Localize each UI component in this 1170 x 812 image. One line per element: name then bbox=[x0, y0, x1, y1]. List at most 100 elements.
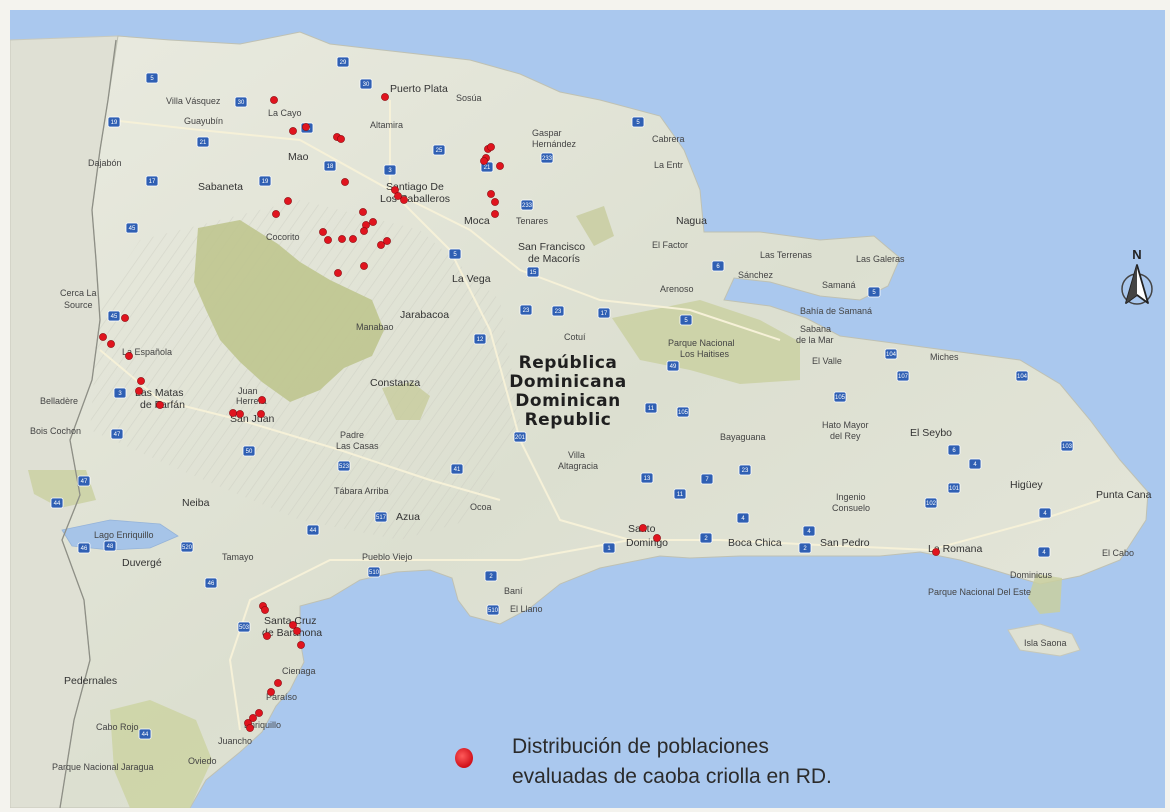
svg-text:233: 233 bbox=[542, 156, 553, 162]
svg-text:523: 523 bbox=[339, 464, 350, 470]
population-marker[interactable] bbox=[334, 269, 342, 277]
population-marker[interactable] bbox=[491, 198, 499, 206]
population-marker[interactable] bbox=[246, 724, 254, 732]
population-marker[interactable] bbox=[359, 208, 367, 216]
population-marker[interactable] bbox=[267, 688, 275, 696]
place-label: Las Galeras bbox=[856, 254, 905, 264]
population-marker[interactable] bbox=[360, 227, 368, 235]
place-label: Duvergé bbox=[122, 557, 162, 569]
route-shield: 44 bbox=[50, 497, 64, 509]
population-marker[interactable] bbox=[487, 190, 495, 198]
place-label: Cerca La bbox=[60, 288, 97, 298]
svg-text:49: 49 bbox=[670, 364, 677, 370]
country-label-line2: Dominicana bbox=[509, 372, 626, 392]
population-marker[interactable] bbox=[293, 627, 301, 635]
legend-line1: Distribución de poblaciones bbox=[512, 735, 769, 758]
place-label: El Llano bbox=[510, 604, 543, 614]
svg-text:517: 517 bbox=[376, 515, 387, 521]
svg-text:47: 47 bbox=[114, 432, 121, 438]
population-marker[interactable] bbox=[377, 241, 385, 249]
population-marker[interactable] bbox=[257, 410, 265, 418]
route-shield: 44 bbox=[306, 524, 320, 536]
route-shield: 23 bbox=[738, 464, 752, 476]
population-marker[interactable] bbox=[932, 548, 940, 556]
svg-text:5: 5 bbox=[150, 76, 154, 82]
svg-text:2: 2 bbox=[803, 546, 807, 552]
route-shield: 23 bbox=[551, 305, 565, 317]
population-marker[interactable] bbox=[284, 197, 292, 205]
route-shield: 11 bbox=[644, 402, 658, 414]
svg-text:503: 503 bbox=[239, 625, 250, 631]
population-marker[interactable] bbox=[297, 641, 305, 649]
population-marker[interactable] bbox=[302, 123, 310, 131]
population-marker[interactable] bbox=[272, 210, 280, 218]
population-marker[interactable] bbox=[383, 237, 391, 245]
place-label: de Macorís bbox=[528, 253, 580, 265]
place-label: Oviedo bbox=[188, 756, 217, 766]
route-shield: 15 bbox=[526, 266, 540, 278]
population-marker[interactable] bbox=[487, 143, 495, 151]
place-label: Tenares bbox=[516, 216, 549, 226]
place-label: Azua bbox=[396, 511, 420, 523]
population-marker[interactable] bbox=[337, 135, 345, 143]
population-marker[interactable] bbox=[137, 377, 145, 385]
population-marker[interactable] bbox=[135, 387, 143, 395]
population-marker[interactable] bbox=[496, 162, 504, 170]
route-shield: 105 bbox=[833, 391, 847, 403]
haitises-forest bbox=[612, 300, 800, 384]
population-marker[interactable] bbox=[258, 396, 266, 404]
svg-text:103: 103 bbox=[1062, 444, 1073, 450]
population-marker[interactable] bbox=[338, 235, 346, 243]
isla-saona bbox=[1007, 623, 1081, 657]
svg-text:45: 45 bbox=[111, 314, 118, 320]
population-marker[interactable] bbox=[653, 534, 661, 542]
svg-text:4: 4 bbox=[807, 529, 811, 535]
population-marker[interactable] bbox=[274, 679, 282, 687]
population-marker[interactable] bbox=[261, 606, 269, 614]
svg-text:4: 4 bbox=[1043, 511, 1047, 517]
route-shield: 18 bbox=[323, 160, 337, 172]
population-marker[interactable] bbox=[270, 96, 278, 104]
population-marker[interactable] bbox=[249, 714, 257, 722]
place-label: Sosúa bbox=[456, 93, 482, 103]
population-marker[interactable] bbox=[107, 340, 115, 348]
population-marker[interactable] bbox=[289, 621, 297, 629]
population-marker[interactable] bbox=[639, 524, 647, 532]
population-marker[interactable] bbox=[125, 352, 133, 360]
population-marker[interactable] bbox=[381, 93, 389, 101]
population-marker[interactable] bbox=[289, 127, 297, 135]
place-label: La Cayo bbox=[268, 108, 302, 118]
route-shield: 103 bbox=[1060, 440, 1074, 452]
map-canvas[interactable]: 5293030252119171918325212332335455615523… bbox=[10, 10, 1165, 808]
population-marker[interactable] bbox=[263, 632, 271, 640]
place-label: Pueblo Viejo bbox=[362, 552, 412, 562]
population-marker[interactable] bbox=[99, 333, 107, 341]
svg-text:5: 5 bbox=[636, 120, 640, 126]
route-shield: 47 bbox=[110, 428, 124, 440]
population-marker[interactable] bbox=[121, 314, 129, 322]
population-marker[interactable] bbox=[369, 218, 377, 226]
population-marker[interactable] bbox=[349, 235, 357, 243]
place-label: La Vega bbox=[452, 273, 491, 285]
population-marker[interactable] bbox=[341, 178, 349, 186]
population-marker[interactable] bbox=[491, 210, 499, 218]
population-marker[interactable] bbox=[229, 409, 237, 417]
place-label: Sabana bbox=[800, 324, 831, 334]
population-marker[interactable] bbox=[394, 192, 402, 200]
svg-text:15: 15 bbox=[530, 270, 537, 276]
country-label-line4: Republic bbox=[525, 410, 612, 430]
population-marker[interactable] bbox=[156, 401, 164, 409]
population-marker[interactable] bbox=[480, 157, 488, 165]
population-marker[interactable] bbox=[324, 236, 332, 244]
population-marker[interactable] bbox=[400, 196, 408, 204]
population-marker[interactable] bbox=[360, 262, 368, 270]
cordillera-central-forest bbox=[194, 220, 384, 402]
route-shield: 104 bbox=[884, 348, 898, 360]
svg-text:5: 5 bbox=[684, 318, 688, 324]
population-marker[interactable] bbox=[319, 228, 327, 236]
population-marker[interactable] bbox=[236, 410, 244, 418]
place-label: Santa Cruz bbox=[264, 615, 317, 627]
route-shield: 4 bbox=[736, 512, 750, 524]
route-shield: 4 bbox=[1038, 507, 1052, 519]
population-marker[interactable] bbox=[255, 709, 263, 717]
